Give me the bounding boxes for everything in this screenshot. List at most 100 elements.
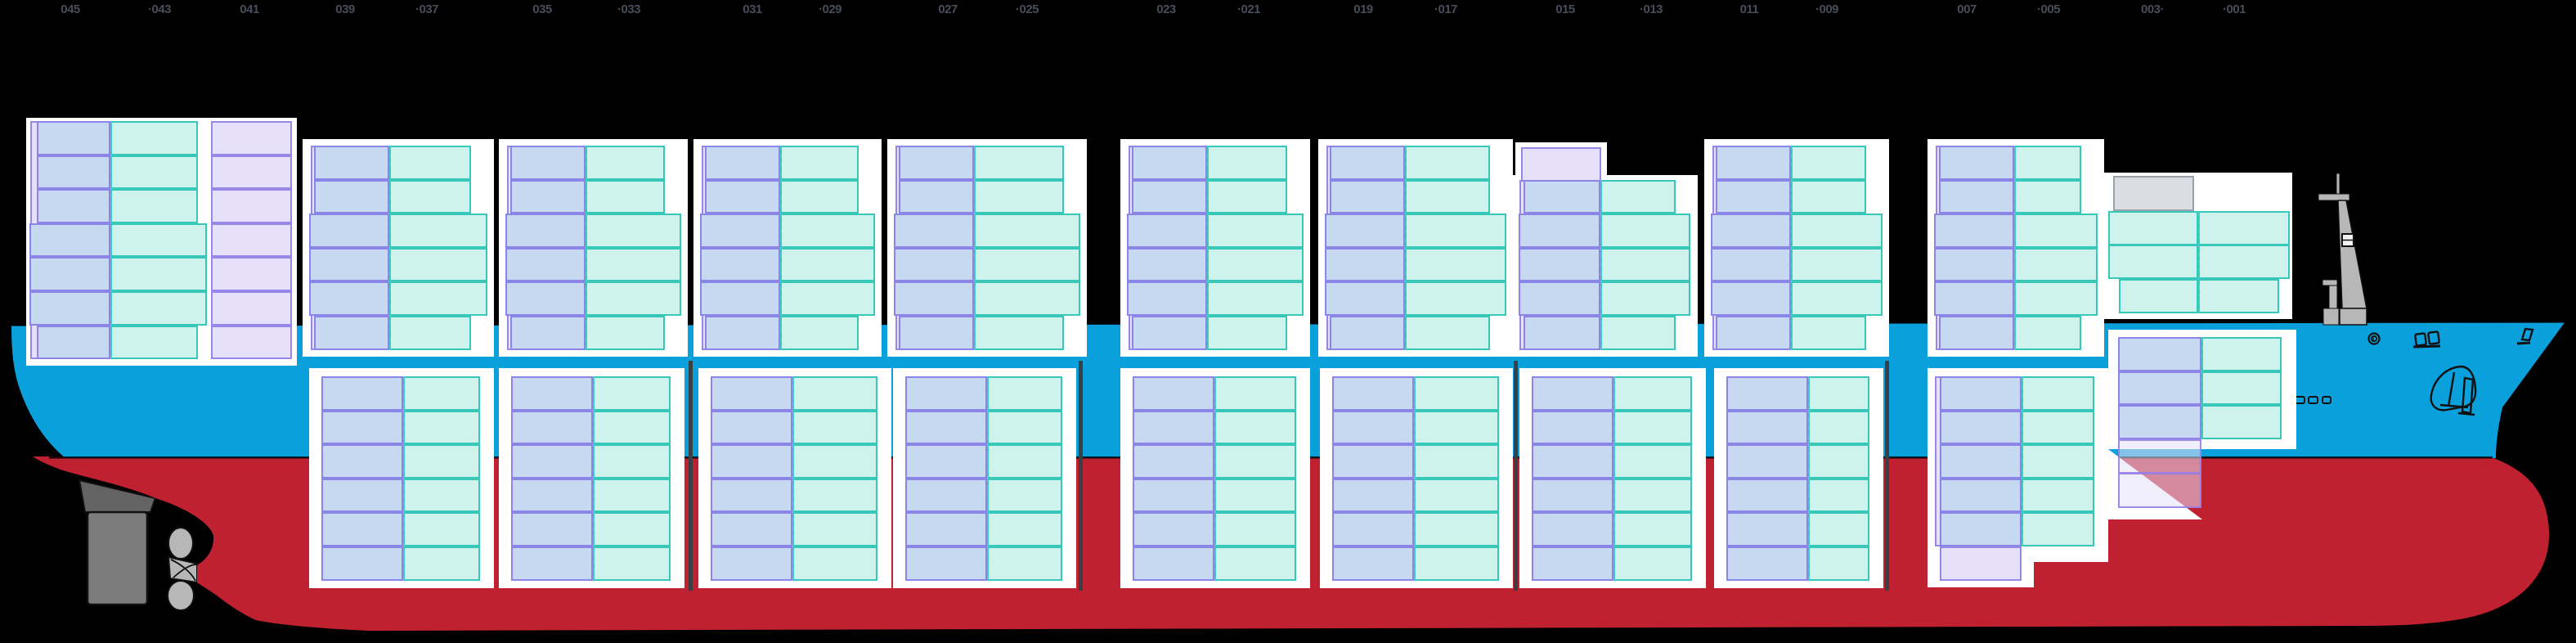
slot-cell-cyan[interactable] (1808, 444, 1869, 479)
slot-cell-blue[interactable] (1332, 444, 1414, 479)
slot-cell-blue[interactable] (700, 247, 780, 282)
slot-cell-cyan[interactable] (987, 478, 1062, 513)
slot-cell-blue[interactable] (309, 281, 389, 316)
slot-cell-cyan[interactable] (1613, 478, 1692, 513)
slot-cell-lavender-ghost[interactable] (2118, 473, 2201, 508)
slot-cell-cyan[interactable] (1207, 316, 1287, 350)
slot-cell-blue[interactable] (314, 179, 389, 214)
slot-cell-blue[interactable] (1519, 214, 1600, 248)
slot-cell-cyan[interactable] (403, 546, 480, 581)
slot-cell-blue[interactable] (1325, 281, 1405, 316)
slot-cell-cyan[interactable] (1214, 444, 1296, 479)
slot-cell-cyan[interactable] (780, 316, 859, 350)
slot-cell-cyan[interactable] (1600, 247, 1690, 282)
slot-cell-blue[interactable] (711, 546, 792, 581)
slot-cell-blue[interactable] (711, 410, 792, 445)
slot-cell-cyan[interactable] (1808, 410, 1869, 445)
slot-cell-blue[interactable] (905, 546, 987, 581)
slot-cell-blue[interactable] (511, 478, 593, 513)
slot-cell-cyan[interactable] (403, 512, 480, 546)
slot-cell-cyan[interactable] (2014, 247, 2098, 282)
slot-cell-cyan[interactable] (389, 316, 471, 350)
slot-cell-blue[interactable] (1330, 146, 1405, 180)
slot-cell-cyan[interactable] (780, 146, 859, 180)
slot-cell-blue[interactable] (321, 512, 403, 546)
slot-cell-cyan[interactable] (110, 189, 198, 223)
slot-cell-cyan[interactable] (1207, 146, 1287, 180)
slot-cell-blue[interactable] (1934, 214, 2014, 248)
slot-cell-cyan[interactable] (1600, 214, 1690, 248)
slot-cell-blue[interactable] (1726, 478, 1808, 513)
slot-cell-blue[interactable] (510, 179, 586, 214)
slot-cell-blue[interactable] (309, 247, 389, 282)
slot-cell-cyan[interactable] (2022, 512, 2094, 546)
slot-cell-blue[interactable] (321, 376, 403, 411)
slot-cell-cyan[interactable] (987, 410, 1062, 445)
slot-cell-cyan[interactable] (593, 478, 671, 513)
slot-cell-blue[interactable] (1127, 247, 1207, 282)
slot-cell-blue[interactable] (37, 121, 110, 155)
slot-cell-cyan[interactable] (1414, 478, 1499, 513)
slot-cell-blue[interactable] (905, 376, 987, 411)
slot-cell-blue[interactable] (899, 179, 974, 214)
slot-cell-cyan[interactable] (2022, 376, 2094, 411)
slot-cell-blue[interactable] (1133, 478, 1214, 513)
slot-cell-cyan[interactable] (2198, 211, 2290, 245)
slot-cell-cyan[interactable] (1808, 512, 1869, 546)
slot-cell-blue[interactable] (2118, 371, 2201, 406)
slot-cell-blue[interactable] (905, 512, 987, 546)
slot-cell-blue[interactable] (1940, 478, 2022, 513)
slot-cell-cyan[interactable] (389, 179, 471, 214)
slot-cell-blue[interactable] (711, 478, 792, 513)
slot-cell-blue[interactable] (1716, 316, 1791, 350)
slot-cell-cyan[interactable] (403, 478, 480, 513)
slot-cell-cyan[interactable] (1405, 247, 1506, 282)
slot-cell-blue[interactable] (1519, 281, 1600, 316)
slot-cell-blue[interactable] (511, 444, 593, 479)
slot-cell-blue[interactable] (1716, 179, 1791, 214)
slot-cell-blue[interactable] (1532, 410, 1613, 445)
slot-cell-blue[interactable] (1532, 546, 1613, 581)
slot-cell-lavender[interactable] (211, 257, 292, 291)
slot-cell-cyan[interactable] (1613, 512, 1692, 546)
slot-cell-cyan[interactable] (1600, 281, 1690, 316)
slot-cell-blue[interactable] (1934, 247, 2014, 282)
slot-cell-blue[interactable] (894, 247, 974, 282)
slot-cell-blue[interactable] (1532, 478, 1613, 513)
slot-cell-blue[interactable] (905, 444, 987, 479)
slot-cell-blue[interactable] (1940, 410, 2022, 445)
slot-cell-lavender[interactable] (211, 155, 292, 190)
slot-cell-cyan[interactable] (1214, 376, 1296, 411)
slot-cell-cyan[interactable] (586, 146, 665, 180)
slot-cell-blue[interactable] (705, 316, 780, 350)
slot-cell-cyan[interactable] (780, 179, 859, 214)
slot-cell-blue[interactable] (1711, 247, 1791, 282)
slot-cell-cyan[interactable] (389, 214, 487, 248)
slot-cell-cyan[interactable] (1405, 281, 1506, 316)
slot-cell-cyan[interactable] (987, 376, 1062, 411)
slot-cell-cyan[interactable] (593, 376, 671, 411)
slot-cell-blue[interactable] (1939, 146, 2014, 180)
slot-cell-blue[interactable] (1332, 410, 1414, 445)
slot-cell-cyan[interactable] (1414, 444, 1499, 479)
slot-cell-blue[interactable] (321, 444, 403, 479)
slot-cell-cyan[interactable] (792, 376, 877, 411)
slot-cell-cyan[interactable] (1791, 214, 1883, 248)
slot-cell-cyan[interactable] (1414, 512, 1499, 546)
slot-cell-cyan[interactable] (1791, 247, 1883, 282)
slot-cell-blue[interactable] (1133, 376, 1214, 411)
slot-cell-cyan[interactable] (2108, 211, 2198, 245)
slot-cell-blue[interactable] (37, 189, 110, 223)
slot-cell-blue[interactable] (1133, 546, 1214, 581)
slot-cell-blue[interactable] (1726, 410, 1808, 445)
slot-cell-blue[interactable] (2118, 405, 2201, 439)
slot-cell-cyan[interactable] (974, 316, 1064, 350)
slot-cell-blue[interactable] (700, 214, 780, 248)
slot-cell-cyan[interactable] (1791, 179, 1866, 214)
slot-cell-blue[interactable] (1132, 146, 1207, 180)
slot-cell-blue[interactable] (510, 316, 586, 350)
slot-cell-blue[interactable] (37, 155, 110, 190)
slot-cell-cyan[interactable] (1207, 247, 1304, 282)
slot-cell-cyan[interactable] (2022, 478, 2094, 513)
slot-cell-cyan[interactable] (403, 444, 480, 479)
